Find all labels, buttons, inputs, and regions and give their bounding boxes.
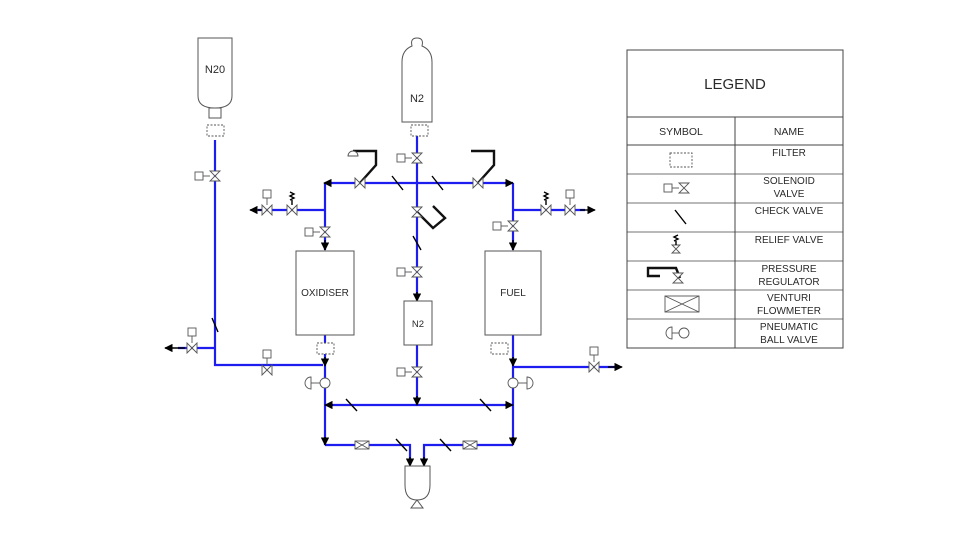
legend-name-regulator-1: PRESSURE xyxy=(761,264,816,275)
legend-name-ball-1: PNEUMATIC xyxy=(760,322,818,333)
oxidiser-tank-label: OXIDISER xyxy=(301,288,349,299)
legend-pressure-regulator-icon xyxy=(646,266,685,284)
legend-table: LEGEND SYMBOL NAME FILTER SOLENOID VALVE… xyxy=(626,49,844,349)
legend-venturi-flowmeter-icon xyxy=(664,295,700,313)
legend-name-filter: FILTER xyxy=(772,148,806,159)
legend-header-name: NAME xyxy=(774,126,804,138)
legend-name-relief: RELIEF VALVE xyxy=(755,235,824,246)
flow-arrows xyxy=(164,178,623,467)
legend-name-venturi-1: VENTURI xyxy=(767,293,811,304)
legend-name-solenoid-2: VALVE xyxy=(774,189,805,200)
legend-name-solenoid-1: SOLENOID xyxy=(763,176,815,187)
legend-relief-valve-icon xyxy=(670,234,682,254)
legend-header-symbol: SYMBOL xyxy=(659,126,703,138)
legend-name-venturi-2: FLOWMETER xyxy=(757,306,821,317)
legend-name-regulator-2: REGULATOR xyxy=(758,277,819,288)
n2o-bottle-label: N20 xyxy=(205,64,225,76)
relief-valve-icon xyxy=(286,191,552,217)
n2o-bottle: N20 xyxy=(197,37,233,119)
n2-small-tank-label: N2 xyxy=(412,319,424,330)
engine-nozzle xyxy=(404,465,431,509)
legend-name-check: CHECK VALVE xyxy=(755,206,824,217)
fuel-tank-label: FUEL xyxy=(500,288,526,299)
legend-title: LEGEND xyxy=(704,76,766,93)
fuel-tank: FUEL xyxy=(484,250,542,336)
legend-filter-icon xyxy=(669,152,693,168)
legend-check-valve-icon xyxy=(674,209,687,225)
venturi-flowmeter-icon xyxy=(354,440,478,450)
n2-bottle-label: N2 xyxy=(410,93,424,105)
legend-solenoid-valve-icon xyxy=(663,182,691,194)
n2-small-tank: N2 xyxy=(403,300,433,346)
pressure-regulator-icon xyxy=(347,149,496,230)
legend-pneumatic-ball-valve-icon xyxy=(665,326,690,340)
n2-bottle: N2 xyxy=(401,37,433,123)
legend-name-ball-2: BALL VALVE xyxy=(760,335,818,346)
oxidiser-tank: OXIDISER xyxy=(295,250,355,336)
pneumatic-ball-valve-icon xyxy=(304,376,534,390)
solenoid-valve-icon xyxy=(186,152,600,378)
filter-icon xyxy=(206,124,509,355)
check-valve-icon xyxy=(211,175,492,452)
